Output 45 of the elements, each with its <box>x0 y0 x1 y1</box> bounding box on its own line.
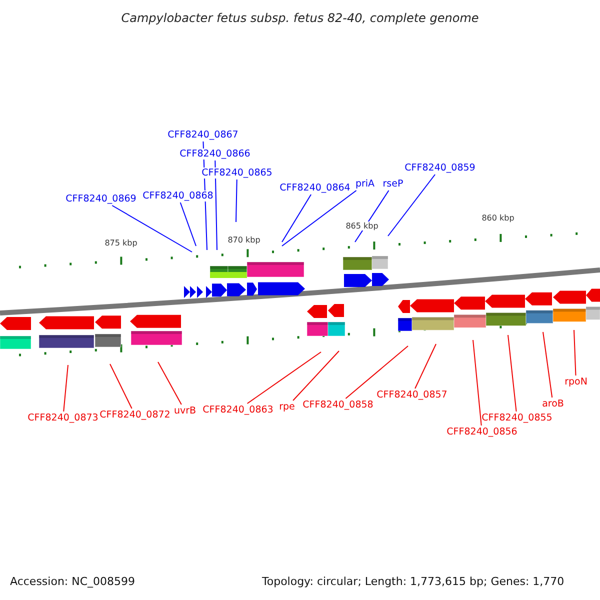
gene-label: CFF8240_0855 <box>482 412 552 424</box>
leader-line <box>63 364 68 412</box>
leader-line <box>508 334 517 412</box>
scale-label: 860 kbp <box>482 214 514 222</box>
scale-label: 870 kbp <box>228 236 260 244</box>
gene-label: priA <box>355 178 375 190</box>
leader-line <box>110 364 132 409</box>
gene-label: CFF8240_0865 <box>202 168 272 178</box>
gene-label: aroB <box>542 398 564 410</box>
leader-line <box>112 205 192 252</box>
gene-label: CFF8240_0868 <box>142 190 214 202</box>
leader-line <box>282 194 312 242</box>
leader-line <box>236 179 238 222</box>
leader-line <box>246 352 322 404</box>
scale-label: 865 kbp <box>346 222 378 230</box>
leader-line <box>180 202 196 246</box>
leader-line <box>345 346 408 399</box>
leader-line <box>542 332 553 398</box>
leader-line <box>158 362 182 405</box>
genome-summary-text: Topology: circular; Length: 1,773,615 bp; Genes: 1,770 <box>262 575 564 588</box>
leader-line <box>574 330 576 376</box>
gene-label: CFF8240_0857 <box>376 390 448 400</box>
gene-label: CFF8240_0873 <box>28 412 98 424</box>
gene-label: CFF8240_0872 <box>100 410 170 420</box>
leader-line <box>388 174 436 236</box>
leader-line <box>472 340 482 426</box>
gene-label: CFF8240_0863 <box>202 404 274 416</box>
title: Campylobacter fetus subsp. fetus 82-40, complete genome <box>120 11 480 25</box>
gene-label: rpoN <box>564 376 588 388</box>
gene-label: CFF8240_0859 <box>404 162 476 174</box>
leader-line <box>214 160 218 250</box>
gene-label: CFF8240_0869 <box>66 194 136 204</box>
gene-label: uvrB <box>174 406 196 416</box>
gene-label: CFF8240_0858 <box>302 400 374 410</box>
gene-label: CFF8240_0864 <box>280 182 350 194</box>
leader-line <box>282 190 357 246</box>
gene-label: rpe <box>279 402 295 412</box>
accession-text: Accession: NC_008599 <box>10 575 136 588</box>
gene-label: rseP <box>382 178 404 190</box>
gene-label: CFF8240_0867 <box>168 130 238 140</box>
gene-label: CFF8240_0866 <box>180 148 250 160</box>
scale-label: 875 kbp <box>104 238 138 248</box>
leader-line <box>292 350 340 401</box>
leader-line <box>414 344 436 389</box>
gene-label: CFF8240_0856 <box>446 426 518 438</box>
